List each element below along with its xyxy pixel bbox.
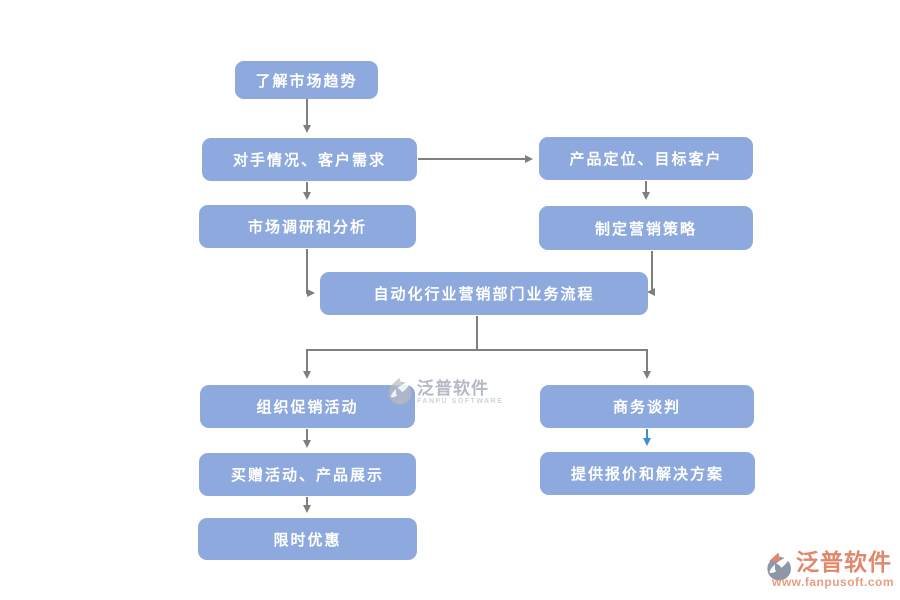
node-develop-marketing-strategy: 制定营销策略 <box>539 206 753 250</box>
node-product-positioning-target-customers: 产品定位、目标客户 <box>539 137 753 180</box>
fanpu-logo: 泛普软件 www.fanpusoft.com <box>766 549 894 589</box>
node-competitor-customer-needs: 对手情况、客户需求 <box>202 138 417 181</box>
center-watermark: 泛普软件 FANPU SOFTWARE <box>388 375 503 408</box>
watermark-subtext: FANPU SOFTWARE <box>417 398 504 405</box>
fanpu-logo-icon <box>767 552 791 581</box>
watermark-text: 泛普软件 <box>417 379 489 398</box>
logo-text: 泛普软件 <box>796 549 892 575</box>
logo-url: www.fanpusoft.com <box>772 575 895 589</box>
node-understand-market-trends: 了解市场趋势 <box>235 61 378 99</box>
node-buy-gift-product-display: 买赠活动、产品展示 <box>199 453 416 496</box>
node-provide-quotation-solution: 提供报价和解决方案 <box>540 452 755 495</box>
fanpu-watermark-logo-icon <box>388 377 412 405</box>
node-organize-promotions: 组织促销活动 <box>200 385 415 428</box>
node-business-negotiation: 商务谈判 <box>540 385 754 428</box>
node-automation-marketing-process: 自动化行业营销部门业务流程 <box>320 272 648 315</box>
node-market-research-analysis: 市场调研和分析 <box>199 205 416 248</box>
node-limited-time-offer: 限时优惠 <box>198 518 417 560</box>
